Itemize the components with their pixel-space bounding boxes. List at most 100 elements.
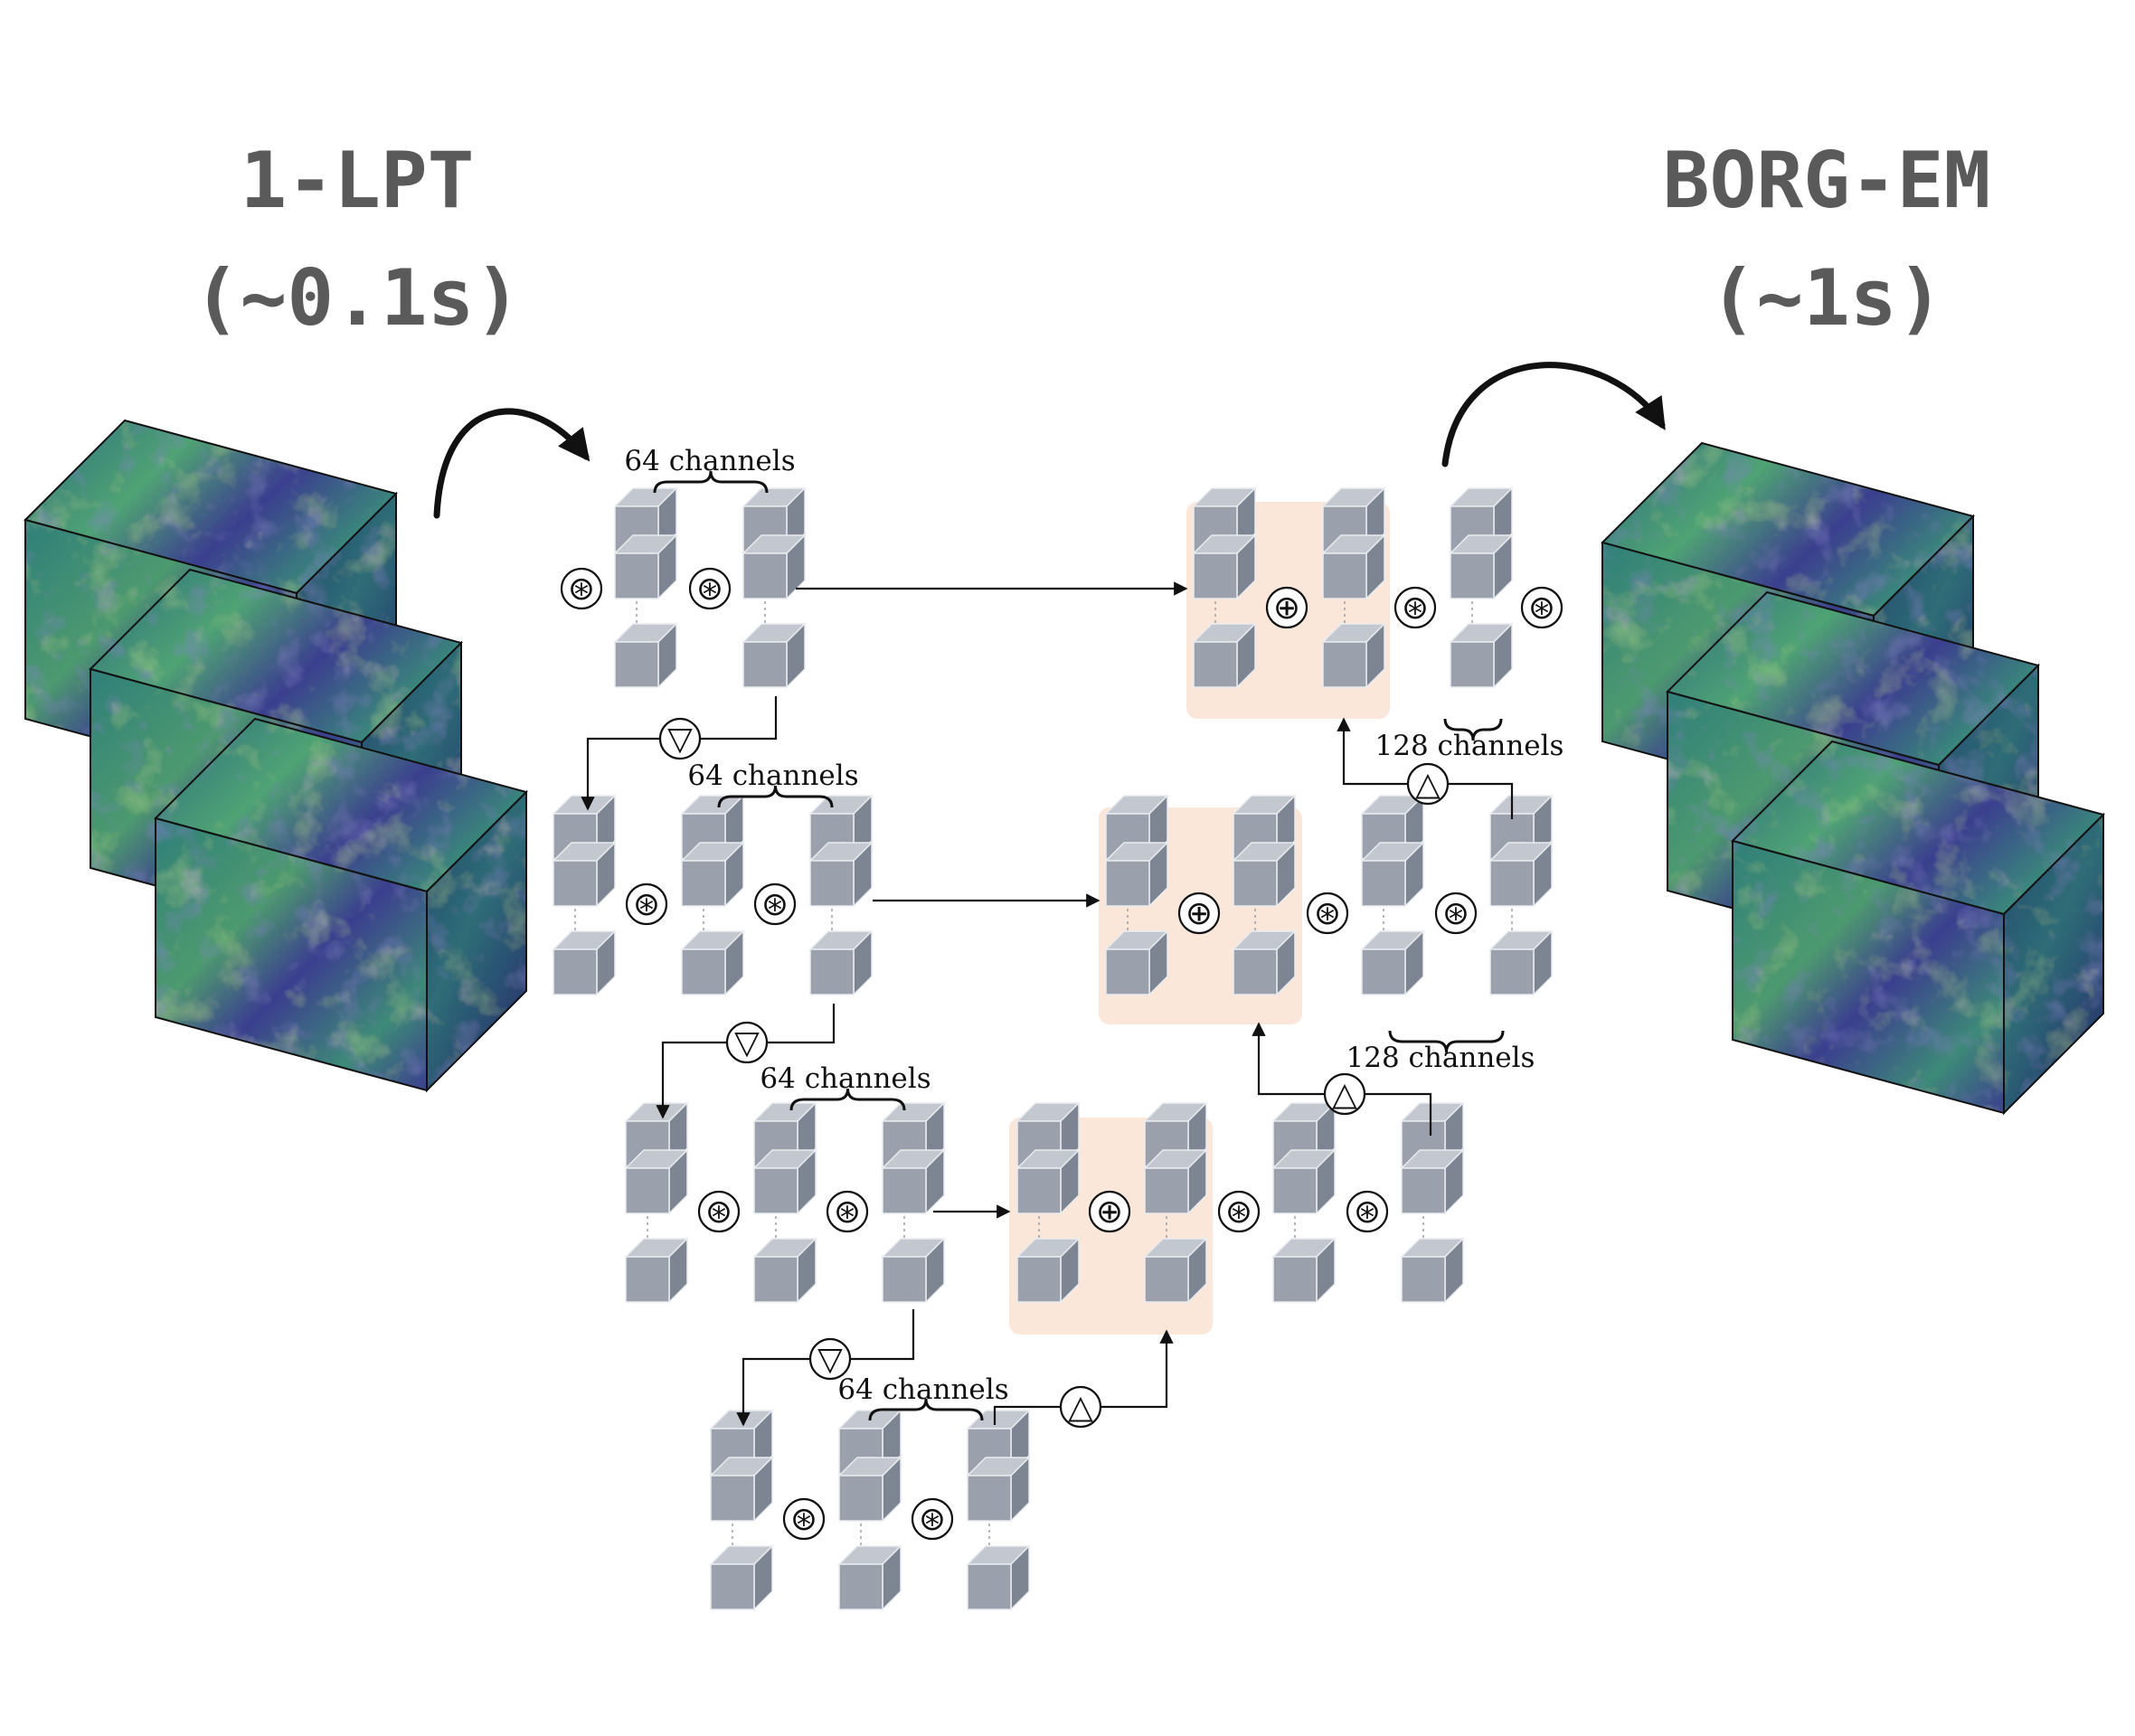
conv-block-icon — [1143, 1237, 1208, 1304]
conv-block-icon — [552, 929, 617, 996]
svg-text:△: △ — [1332, 1076, 1357, 1113]
conv-block-icon — [1104, 929, 1169, 996]
svg-text:⊛: ⊛ — [1225, 1194, 1252, 1231]
conv-block-icon — [624, 1148, 689, 1215]
channels-label: 64 channels — [687, 760, 858, 792]
svg-text:⊕: ⊕ — [1096, 1194, 1123, 1231]
conv-block-icon — [1449, 622, 1514, 689]
conv-icon: ⊛ — [753, 882, 797, 926]
svg-text:⊛: ⊛ — [568, 571, 595, 608]
channels-label: 64 channels — [760, 1062, 931, 1095]
channels-label: 64 channels — [837, 1373, 1008, 1406]
conv-block-icon — [881, 1148, 946, 1215]
conv-block-icon — [1271, 1148, 1337, 1215]
left-title: 1-LPT (~0.1s) — [41, 122, 674, 357]
conv-icon: ⊛ — [1346, 1190, 1389, 1233]
conv-block-icon — [881, 1101, 946, 1168]
conv-icon: ⊛ — [782, 1497, 826, 1541]
conv-block-icon — [1016, 1148, 1081, 1215]
conv-icon: ⊛ — [911, 1497, 954, 1541]
svg-text:▽: ▽ — [734, 1024, 760, 1061]
input-field-cube — [154, 717, 528, 1093]
conv-icon: ⊛ — [1217, 1190, 1261, 1233]
svg-text:⊛: ⊛ — [834, 1194, 861, 1231]
output-field-cube — [1731, 740, 2105, 1116]
conv-icon: ⊛ — [826, 1190, 869, 1233]
conv-block-icon — [1488, 929, 1554, 996]
conv-block-icon — [1232, 929, 1297, 996]
left-title-name: 1-LPT — [240, 136, 475, 226]
svg-text:⊕: ⊕ — [1186, 895, 1213, 932]
svg-text:⊛: ⊛ — [1402, 590, 1429, 627]
add-icon: ⊕ — [1265, 586, 1308, 629]
svg-text:⊛: ⊛ — [761, 886, 789, 923]
conv-block-icon — [613, 533, 678, 600]
conv-icon: ⊛ — [688, 567, 732, 610]
channel-brace — [789, 1088, 906, 1111]
svg-text:⊛: ⊛ — [633, 886, 660, 923]
svg-text:⊛: ⊛ — [696, 571, 723, 608]
svg-text:⊛: ⊛ — [1314, 895, 1341, 932]
conv-block-icon — [680, 794, 745, 861]
conv-icon: ⊛ — [697, 1190, 741, 1233]
channel-brace — [868, 1398, 984, 1421]
conv-block-icon — [837, 1544, 902, 1611]
conv-block-icon — [624, 1237, 689, 1304]
left-title-time: (~0.1s) — [193, 253, 522, 344]
conv-icon: ⊛ — [1520, 586, 1563, 629]
conv-block-icon — [680, 929, 745, 996]
conv-block-icon — [966, 1456, 1031, 1523]
conv-block-icon — [752, 1237, 817, 1304]
downsample-icon: ▽ — [658, 717, 702, 760]
add-icon: ⊕ — [1088, 1190, 1131, 1233]
svg-text:△: △ — [1068, 1389, 1093, 1426]
channels-label: 128 channels — [1375, 730, 1564, 762]
conv-block-icon — [881, 1237, 946, 1304]
svg-text:⊛: ⊛ — [1442, 895, 1469, 932]
conv-block-icon — [1400, 1237, 1465, 1304]
conv-icon: ⊛ — [1393, 586, 1437, 629]
channels-label: 128 channels — [1346, 1042, 1535, 1074]
conv-block-icon — [966, 1544, 1031, 1611]
conv-block-icon — [680, 841, 745, 908]
right-title-time: (~1s) — [1709, 253, 1944, 344]
conv-block-icon — [1360, 929, 1425, 996]
svg-text:▽: ▽ — [817, 1341, 843, 1378]
downsample-icon: ▽ — [808, 1337, 852, 1381]
conv-block-icon — [709, 1544, 774, 1611]
channel-brace — [1443, 718, 1503, 741]
svg-text:⊛: ⊛ — [919, 1501, 946, 1538]
upsample-icon: △ — [1406, 762, 1450, 806]
svg-text:△: △ — [1415, 766, 1441, 803]
conv-block-icon — [1016, 1237, 1081, 1304]
downsample-icon: ▽ — [725, 1021, 769, 1064]
conv-block-icon — [1360, 841, 1425, 908]
conv-icon: ⊛ — [1306, 892, 1349, 935]
conv-block-icon — [1232, 841, 1297, 908]
conv-block-icon — [552, 841, 617, 908]
conv-icon: ⊛ — [625, 882, 668, 926]
conv-block-icon — [752, 1148, 817, 1215]
conv-block-icon — [709, 1456, 774, 1523]
conv-icon: ⊛ — [1434, 892, 1478, 935]
svg-text:⊛: ⊛ — [1528, 590, 1555, 627]
conv-block-icon — [613, 622, 678, 689]
conv-block-icon — [1271, 1237, 1337, 1304]
conv-block-icon — [1321, 622, 1386, 689]
conv-block-icon — [1143, 1148, 1208, 1215]
conv-block-icon — [742, 622, 807, 689]
conv-block-icon — [742, 533, 807, 600]
conv-block-icon — [1488, 841, 1554, 908]
conv-block-icon — [808, 929, 874, 996]
svg-text:⊕: ⊕ — [1273, 590, 1300, 627]
conv-block-icon — [1321, 533, 1386, 600]
add-icon: ⊕ — [1177, 892, 1221, 935]
right-title: BORG-EM (~1s) — [1510, 122, 2135, 357]
conv-block-icon — [1192, 622, 1257, 689]
conv-block-icon — [1400, 1148, 1465, 1215]
svg-text:▽: ▽ — [667, 721, 693, 758]
svg-text:⊛: ⊛ — [705, 1194, 732, 1231]
svg-text:⊛: ⊛ — [1354, 1194, 1381, 1231]
